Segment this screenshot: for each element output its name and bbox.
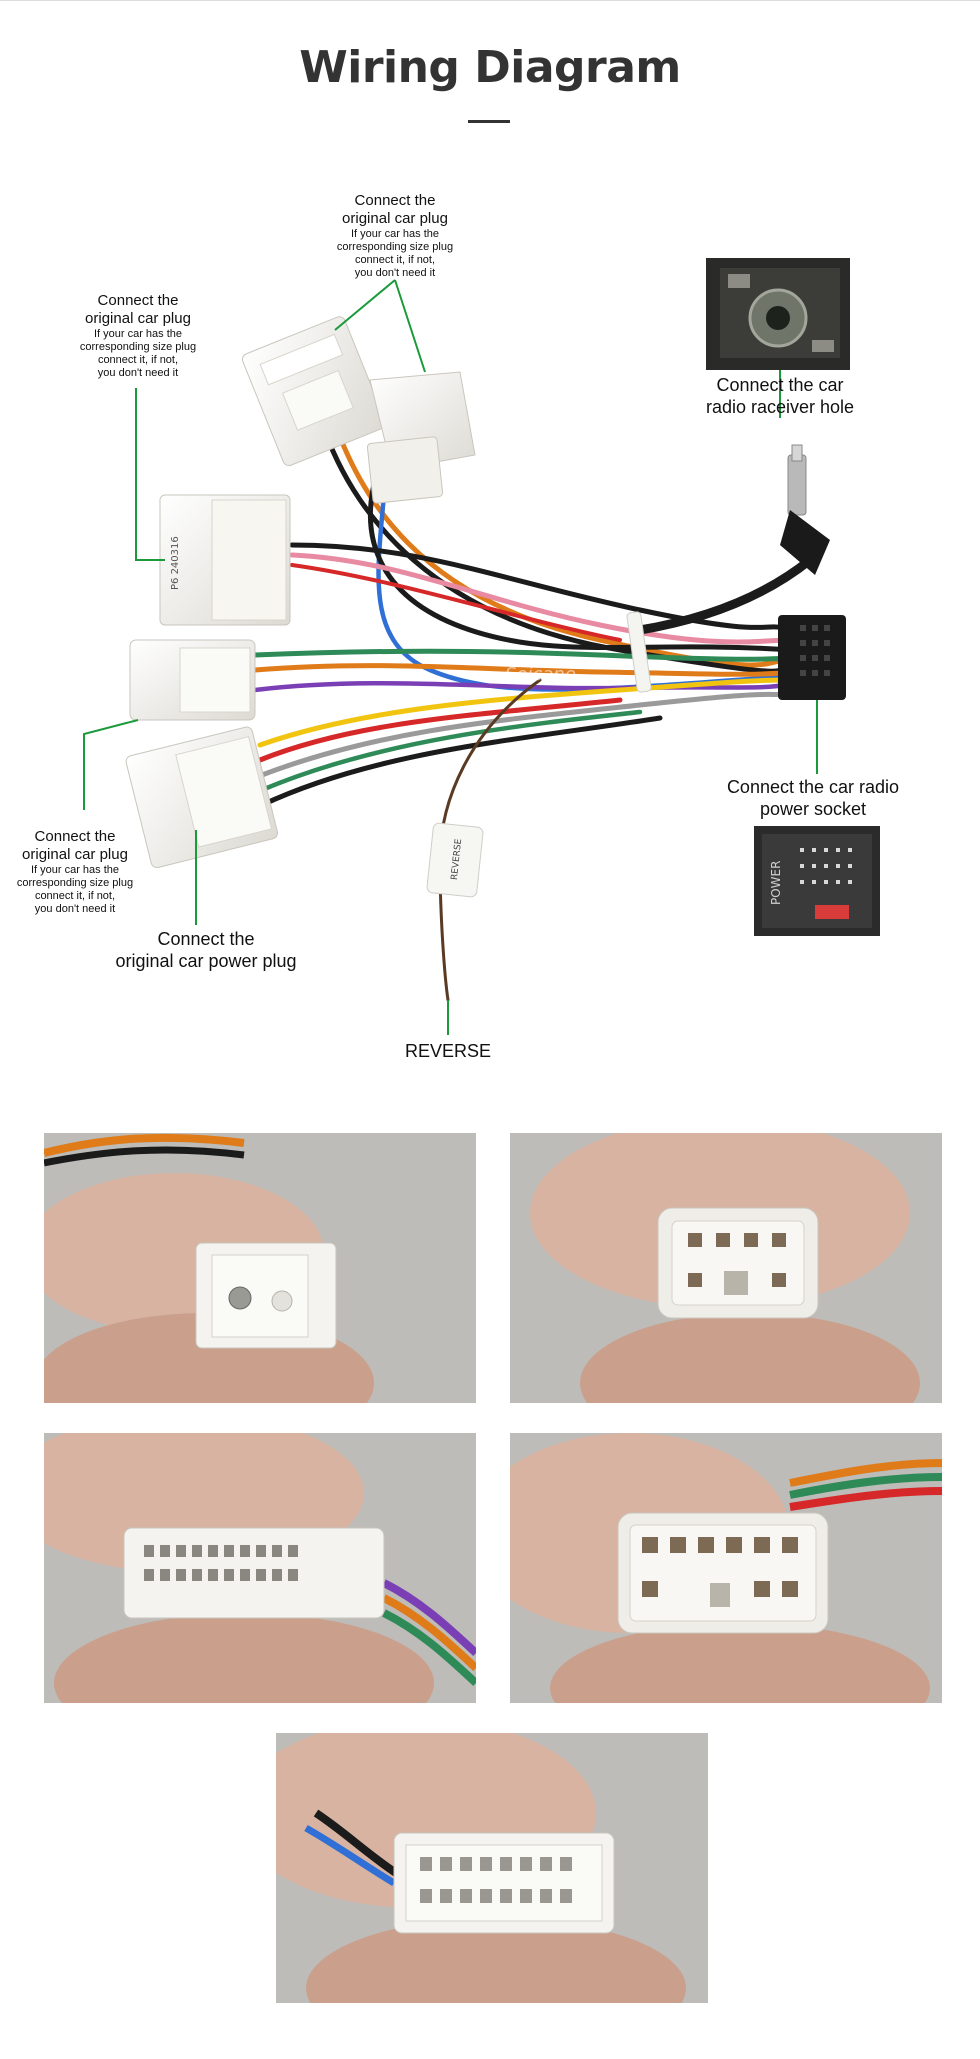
label-top-plug-note2: corresponding size plug [336,241,454,253]
label-lower-left-note1: If your car has the [30,864,120,876]
page-title: Wiring Diagram [299,42,681,93]
leader-lower-left [83,719,139,810]
photo-connector-6pin [510,1133,942,1403]
connector-top-left [241,316,387,467]
leader-top [394,279,426,373]
connector-print: P6 240316 [170,536,181,590]
antenna-plug [780,444,830,575]
socket-text: POWER [769,861,783,905]
reverse-tag: REVERSE [426,822,484,898]
wire-pink [289,552,793,645]
power-socket-photo: POWER [754,826,880,936]
label-top-plug-note4: you don't need it [354,267,436,279]
photo-connector-2pin [44,1133,476,1403]
label-power-plug: Connect the original car power plug [96,928,316,972]
title-underline [468,120,510,123]
watermark: Seicane [505,664,576,685]
label-power-plug-line1: Connect the [157,929,255,949]
connector-left-large: P6 240316 [159,494,291,626]
cable-tie [626,611,652,693]
wire-red [290,563,622,642]
wire-red-2 [257,697,623,763]
label-lower-left-line1: Connect the [34,828,116,845]
label-left-plug-note3: connect it, if not, [97,354,179,366]
label-top-plug-line1: Connect the [354,192,436,209]
radio-hole-photo [706,258,850,370]
wire-green-2 [259,709,643,793]
wiring-diagram: P6 240316 REVERS [0,192,918,1061]
connector-power [125,726,279,869]
label-top-plug-note1: If your car has the [350,228,440,240]
leader-top-left [334,279,396,331]
wire-grey [259,691,793,778]
connector-lower-left [129,639,256,721]
leader-lines [83,279,818,1035]
label-lower-left-note3: connect it, if not, [34,890,116,902]
harness-illustration: P6 240316 REVERS [83,258,880,1035]
label-radio-power-line1: Connect the car radio [726,777,900,797]
label-lower-left-note2: corresponding size plug [16,877,134,889]
label-left-plug-line2: original car plug [85,310,191,327]
antenna-cable [635,555,815,635]
label-top-plug-note3: connect it, if not, [354,254,436,266]
label-power-plug-line2: original car power plug [115,951,297,971]
label-left-plug-note1: If your car has the [93,328,183,340]
photo-connector-20pin [44,1433,476,1703]
label-radio-power-line2: power socket [759,799,867,819]
label-left-plug-note2: corresponding size plug [79,341,197,353]
connector-radio-power [778,615,846,700]
wire-yellow [257,677,793,748]
label-left-plug-note4: you don't need it [97,367,179,379]
label-top-plug-line2: original car plug [342,210,448,227]
wire-bundle [252,407,815,1002]
wire-purple [252,681,793,693]
label-top-plug: Connect the original car plug If your ca… [305,192,485,280]
label-reverse: REVERSE [404,1041,492,1061]
label-radio-power: Connect the car radio power socket [708,776,918,820]
label-radio-hole-line1: Connect the car [716,375,844,395]
label-radio-hole: Connect the car radio raceiver hole [690,374,870,418]
wire-orange [327,407,793,668]
wire-black-3 [289,542,793,633]
label-lower-left-note4: you don't need it [34,903,116,915]
label-lower-left-line2: original car plug [22,846,128,863]
connector-top [366,371,476,504]
top-rule [0,0,980,1]
label-left-plug-line1: Connect the [97,292,179,309]
wire-orange-2 [252,663,793,677]
label-radio-hole-line2: radio raceiver hole [705,397,855,417]
leader-left [135,388,165,561]
photo-connector-10pin [510,1433,942,1703]
label-lower-left-plug: Connect the original car plug If your ca… [0,828,150,916]
wire-black-2 [367,477,795,653]
photo-connector-16pin [276,1733,708,2003]
reverse-tag-text: REVERSE [450,838,464,881]
label-left-plug: Connect the original car plug If your ca… [48,292,228,380]
wire-black-4 [259,715,663,808]
wire-green [252,648,793,662]
